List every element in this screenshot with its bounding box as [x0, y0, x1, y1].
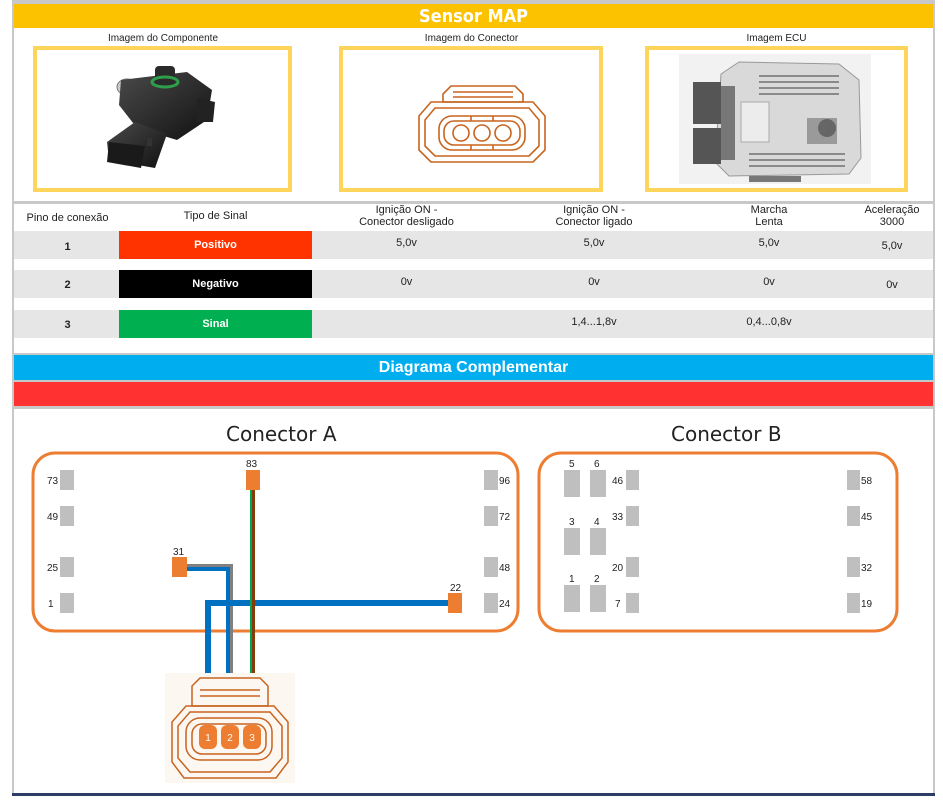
value-ign-off	[334, 308, 479, 336]
table-row: 3 Sinal 1,4...1,8v 0,4...0,8v	[14, 310, 933, 338]
signal-badge: Positivo	[119, 231, 312, 259]
header-ign-off-line1: Ignição ON -	[375, 204, 438, 216]
table-row: 1 Positivo 5,0v 5,0v 5,0v 5,0v	[14, 231, 933, 259]
header-ign-off: Ignição ON - Conector desligado	[334, 204, 479, 228]
component-image	[33, 46, 292, 192]
header-ign-on-line1: Ignição ON -	[563, 204, 625, 216]
header-idle-line1: Marcha	[750, 204, 788, 216]
header-accel: Aceleração 3000	[852, 204, 932, 228]
ecu-image-label: Imagem ECU	[746, 33, 807, 44]
value-ign-on: 1,4...1,8v	[571, 316, 617, 328]
page-title: Sensor MAP	[14, 4, 933, 28]
value-ign-on: 5,0v	[583, 237, 605, 249]
table-row: 2 Negativo 0v 0v 0v 0v	[14, 270, 933, 298]
top-border	[12, 0, 935, 4]
value-accel: 0v	[886, 279, 898, 291]
pin-number: 2	[64, 279, 71, 291]
header-pin: Pino de conexão	[26, 212, 109, 224]
sheet-frame	[12, 4, 935, 794]
connector-3pin-icon	[418, 85, 546, 163]
connector-image-label: Imagem do Conector	[424, 33, 519, 44]
value-accel	[852, 311, 932, 339]
value-idle: 0v	[763, 276, 775, 288]
connector-image	[339, 46, 603, 192]
ecu-icon	[679, 54, 871, 184]
pin-number: 3	[64, 319, 71, 331]
connector-a-title: Conector A	[226, 422, 337, 446]
red-divider	[14, 382, 933, 409]
value-ign-off: 0v	[400, 276, 413, 288]
component-image-label: Imagem do Componente	[107, 33, 219, 44]
header-accel-line1: Aceleração	[864, 204, 920, 216]
value-ign-on: 0v	[588, 276, 600, 288]
signal-badge: Negativo	[119, 270, 312, 298]
signal-badge: Sinal	[119, 310, 312, 338]
value-idle: 5,0v	[758, 237, 780, 249]
value-accel: 5,0v	[881, 240, 903, 252]
pin-number: 1	[64, 241, 71, 253]
value-ign-off: 5,0v	[396, 237, 417, 249]
map-sensor-icon	[107, 66, 215, 168]
title-text: Sensor MAP	[418, 6, 529, 27]
header-ign-off-line2: Conector desligado	[359, 216, 454, 228]
header-ign-on-line2: Conector ligado	[555, 216, 633, 228]
bottom-border	[12, 793, 935, 796]
header-accel-line2: 3000	[879, 216, 905, 228]
value-idle: 0,4...0,8v	[746, 316, 792, 328]
header-signal-type: Tipo de Sinal	[183, 210, 248, 222]
table-header: Pino de conexão Tipo de Sinal Ignição ON…	[14, 201, 933, 231]
diagram-title: Diagrama Complementar	[14, 353, 933, 382]
ecu-image	[645, 46, 908, 192]
header-idle: Marcha Lenta	[724, 204, 814, 228]
connector-b-title: Conector B	[671, 422, 782, 446]
header-ign-on: Ignição ON - Conector ligado	[524, 204, 664, 228]
header-idle-line2: Lenta	[755, 216, 783, 228]
